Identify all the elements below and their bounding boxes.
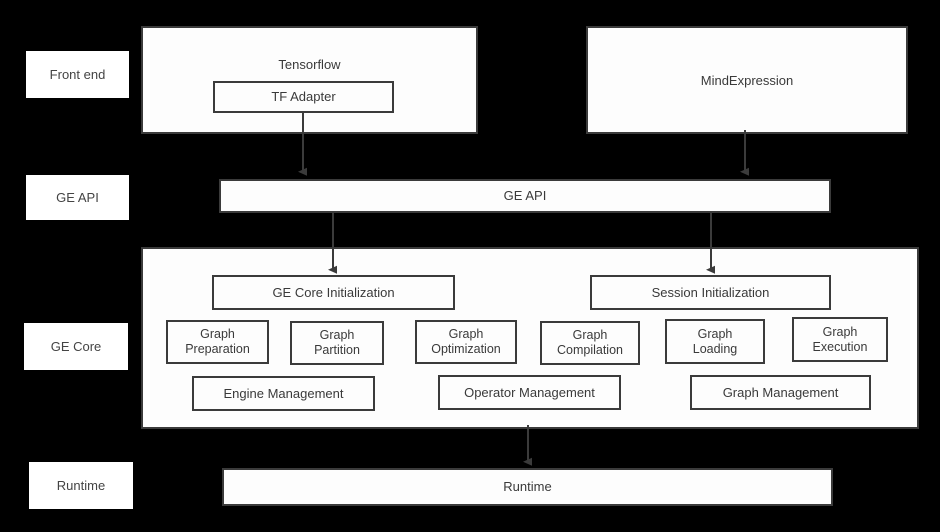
session-initialization-box[interactable]: Session Initialization xyxy=(590,275,831,310)
tier-label-text: Front end xyxy=(49,66,106,82)
tensorflow-group-title: Tensorflow xyxy=(278,57,341,72)
tf-adapter-box[interactable]: TF Adapter xyxy=(213,81,394,113)
session-initialization-label: Session Initialization xyxy=(651,284,770,300)
graph-management-box[interactable]: Graph Management xyxy=(690,375,871,410)
tier-label-ge-api: GE API xyxy=(26,175,129,220)
tier-label-ge-core: GE Core xyxy=(24,323,128,370)
graph-loading-box[interactable]: Graph Loading xyxy=(665,319,765,364)
graph-execution-box[interactable]: Graph Execution xyxy=(792,317,888,362)
tier-label-text: GE API xyxy=(56,189,99,205)
ge-api-box[interactable]: GE API xyxy=(219,179,831,213)
mindexpression-group-title: MindExpression xyxy=(700,73,794,88)
graph-loading-label: Graph Loading xyxy=(692,326,738,356)
tier-label-text: GE Core xyxy=(50,338,102,354)
tier-label-text: Runtime xyxy=(56,477,106,493)
graph-execution-label: Graph Execution xyxy=(812,324,868,354)
ge-api-label: GE API xyxy=(503,188,547,204)
graph-optimization-label: Graph Optimization xyxy=(431,327,501,356)
graph-compilation-label: Graph Compilation xyxy=(556,328,623,357)
operator-management-box[interactable]: Operator Management xyxy=(438,375,621,410)
ge-core-initialization-label: GE Core Initialization xyxy=(272,284,395,300)
engine-management-box[interactable]: Engine Management xyxy=(192,376,375,411)
operator-management-label: Operator Management xyxy=(464,384,595,400)
tier-label-front-end: Front end xyxy=(26,51,129,98)
runtime-box[interactable]: Runtime xyxy=(222,468,833,506)
tier-label-runtime: Runtime xyxy=(29,462,133,509)
tf-adapter-label: TF Adapter xyxy=(271,89,336,105)
graph-compilation-box[interactable]: Graph Compilation xyxy=(540,321,640,365)
engine-management-label: Engine Management xyxy=(223,385,344,401)
graph-partition-box[interactable]: Graph Partition xyxy=(290,321,384,365)
tensorflow-group: Tensorflow xyxy=(141,26,478,134)
graph-optimization-box[interactable]: Graph Optimization xyxy=(415,320,517,364)
ge-core-initialization-box[interactable]: GE Core Initialization xyxy=(212,275,455,310)
graph-preparation-box[interactable]: Graph Preparation xyxy=(166,320,269,364)
graph-management-label: Graph Management xyxy=(722,384,839,400)
graph-partition-label: Graph Partition xyxy=(314,328,360,357)
runtime-label: Runtime xyxy=(503,479,552,495)
mindexpression-group: MindExpression xyxy=(586,26,908,134)
graph-preparation-label: Graph Preparation xyxy=(185,327,250,356)
